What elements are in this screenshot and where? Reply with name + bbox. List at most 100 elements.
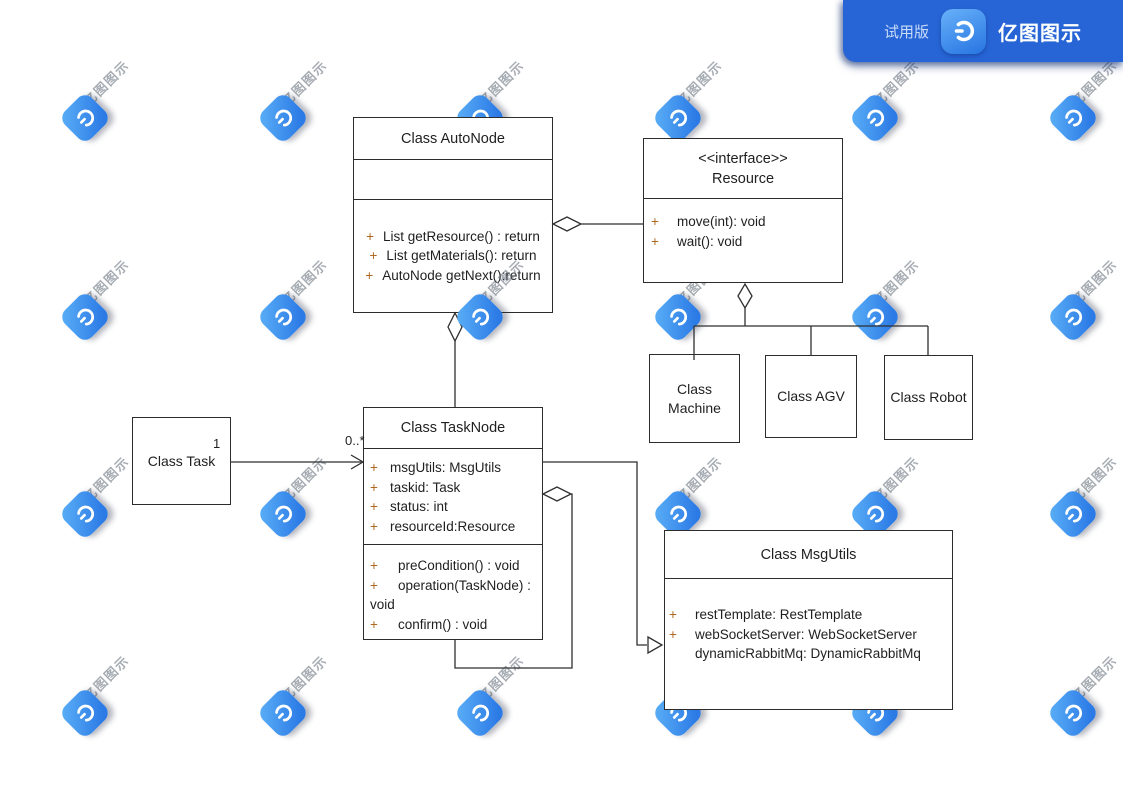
method-text: AutoNode getNext():return — [382, 267, 541, 283]
aggregation-diamond-icon — [737, 282, 753, 310]
attribute-row: + restTemplate: RestTemplate — [669, 605, 946, 625]
edraw-logo-icon — [848, 487, 902, 541]
attribute-text: webSocketServer: WebSocketServer — [695, 626, 917, 642]
edraw-logo-icon — [651, 91, 705, 145]
class-title: Class TaskNode — [364, 408, 542, 449]
class-box-msgutils[interactable]: Class MsgUtils + restTemplate: RestTempl… — [664, 530, 953, 710]
method-row: + AutoNode getNext():return — [354, 266, 552, 286]
visibility-marker: + — [370, 460, 378, 475]
edraw-logo-icon — [1046, 290, 1100, 344]
aggregation-diamond-icon — [541, 486, 573, 502]
edraw-logo-icon — [256, 686, 310, 740]
visibility-marker: + — [651, 233, 659, 249]
visibility-marker: + — [370, 558, 378, 573]
visibility-marker: + — [669, 626, 677, 642]
attribute-text: resourceId:Resource — [390, 518, 516, 534]
method-row: + List getMaterials(): return — [354, 246, 552, 266]
method-text: move(int): void — [677, 214, 766, 229]
attribute-row: dynamicRabbitMq: DynamicRabbitMq — [669, 644, 946, 664]
visibility-marker: + — [669, 607, 677, 622]
method-text: List getMaterials(): return — [386, 248, 537, 264]
method-row: + List getResource() : return — [354, 227, 552, 247]
method-row: + move(int): void — [651, 212, 836, 232]
visibility-marker: + — [369, 248, 378, 264]
attribute-text: taskid: Task — [390, 479, 461, 495]
class-box-task[interactable]: Class Task — [132, 417, 231, 505]
trial-brand-bar[interactable]: 试用版 亿图图示 — [843, 0, 1123, 62]
class-title: Class Robot — [890, 389, 967, 405]
edraw-logo-icon — [58, 290, 112, 344]
visibility-marker: + — [370, 499, 378, 514]
edraw-logo-icon — [256, 290, 310, 344]
method-text: confirm() : void — [398, 616, 488, 632]
class-box-resource[interactable]: <<interface>> Resource + move(int): void… — [643, 138, 843, 283]
class-box-robot[interactable]: Class Robot — [884, 355, 973, 440]
edraw-logo-icon — [848, 91, 902, 145]
method-text: operation(TaskNode) : — [398, 577, 531, 593]
open-arrowhead-icon — [350, 454, 365, 470]
visibility-marker: + — [366, 228, 375, 244]
methods-section: + preCondition() : void + operation(Task… — [364, 545, 542, 639]
edraw-logo-icon — [58, 686, 112, 740]
method-text: preCondition() : void — [398, 558, 520, 573]
methods-section: + List getResource() : return + List get… — [354, 200, 552, 312]
attribute-text: msgUtils: MsgUtils — [390, 460, 502, 475]
edraw-logo-icon — [58, 487, 112, 541]
attributes-section: + restTemplate: RestTemplate + webSocket… — [665, 579, 952, 709]
attribute-row: + status: int — [370, 497, 538, 517]
attributes-section — [354, 160, 552, 200]
method-text: List getResource() : return — [383, 228, 540, 244]
attribute-row: + msgUtils: MsgUtils — [370, 458, 538, 478]
trial-version-label: 试用版 — [883, 23, 929, 41]
visibility-marker: + — [370, 479, 378, 495]
class-box-machine[interactable]: Class Machine — [649, 354, 740, 443]
edraw-logo-icon — [941, 8, 986, 54]
edraw-logo-icon — [58, 91, 112, 145]
visibility-marker: + — [370, 518, 378, 534]
app-name: 亿图图示 — [998, 22, 1082, 45]
stereotype-label: <<interface>> — [698, 150, 788, 167]
class-title: Class AutoNode — [354, 118, 552, 160]
edraw-logo-icon — [651, 487, 705, 541]
method-text: void — [370, 597, 395, 612]
class-title: Class Machine — [668, 380, 721, 416]
method-row: + operation(TaskNode) : — [370, 576, 538, 596]
multiplicity-label-1: 1 — [213, 436, 221, 451]
attribute-row: + resourceId:Resource — [370, 517, 538, 537]
class-box-agv[interactable]: Class AGV — [765, 355, 857, 438]
edraw-logo-icon — [453, 686, 507, 740]
method-row: + confirm() : void — [370, 615, 538, 635]
method-row: + preCondition() : void — [370, 556, 538, 576]
method-text: wait(): void — [677, 233, 743, 249]
edraw-logo-icon — [1046, 91, 1100, 145]
visibility-marker: + — [370, 616, 378, 632]
attribute-row: + taskid: Task — [370, 478, 538, 498]
method-row-wrap: void — [370, 595, 538, 615]
edraw-logo-icon — [1046, 686, 1100, 740]
multiplicity-label-0-many: 0..* — [345, 433, 365, 448]
class-box-autonode[interactable]: Class AutoNode + List getResource() : re… — [353, 117, 553, 313]
class-box-tasknode[interactable]: Class TaskNode + msgUtils: MsgUtils + ta… — [363, 407, 543, 640]
interface-name: Resource — [711, 170, 775, 187]
edraw-logo-icon — [1046, 487, 1100, 541]
attributes-section: + msgUtils: MsgUtils + taskid: Task + st… — [364, 449, 542, 545]
triangle-arrowhead-icon — [647, 635, 664, 655]
visibility-marker: + — [370, 577, 378, 593]
class-title: <<interface>> Resource — [644, 139, 842, 199]
attribute-row: + webSocketServer: WebSocketServer — [669, 625, 946, 645]
visibility-marker: + — [651, 214, 659, 229]
edraw-logo-icon — [256, 91, 310, 145]
method-row: + wait(): void — [651, 232, 836, 252]
class-title: Class MsgUtils — [665, 531, 952, 579]
edraw-logo-icon — [256, 487, 310, 541]
attribute-text: restTemplate: RestTemplate — [695, 607, 863, 622]
edraw-logo-icon — [848, 290, 902, 344]
methods-section: + move(int): void + wait(): void — [644, 199, 842, 282]
attribute-text: dynamicRabbitMq: DynamicRabbitMq — [695, 646, 921, 661]
class-title: Class Task — [147, 452, 216, 469]
aggregation-diamond-icon — [551, 216, 583, 232]
attribute-text: status: int — [390, 499, 448, 514]
edraw-logo-icon — [651, 290, 705, 344]
class-title: Class AGV — [777, 388, 845, 404]
